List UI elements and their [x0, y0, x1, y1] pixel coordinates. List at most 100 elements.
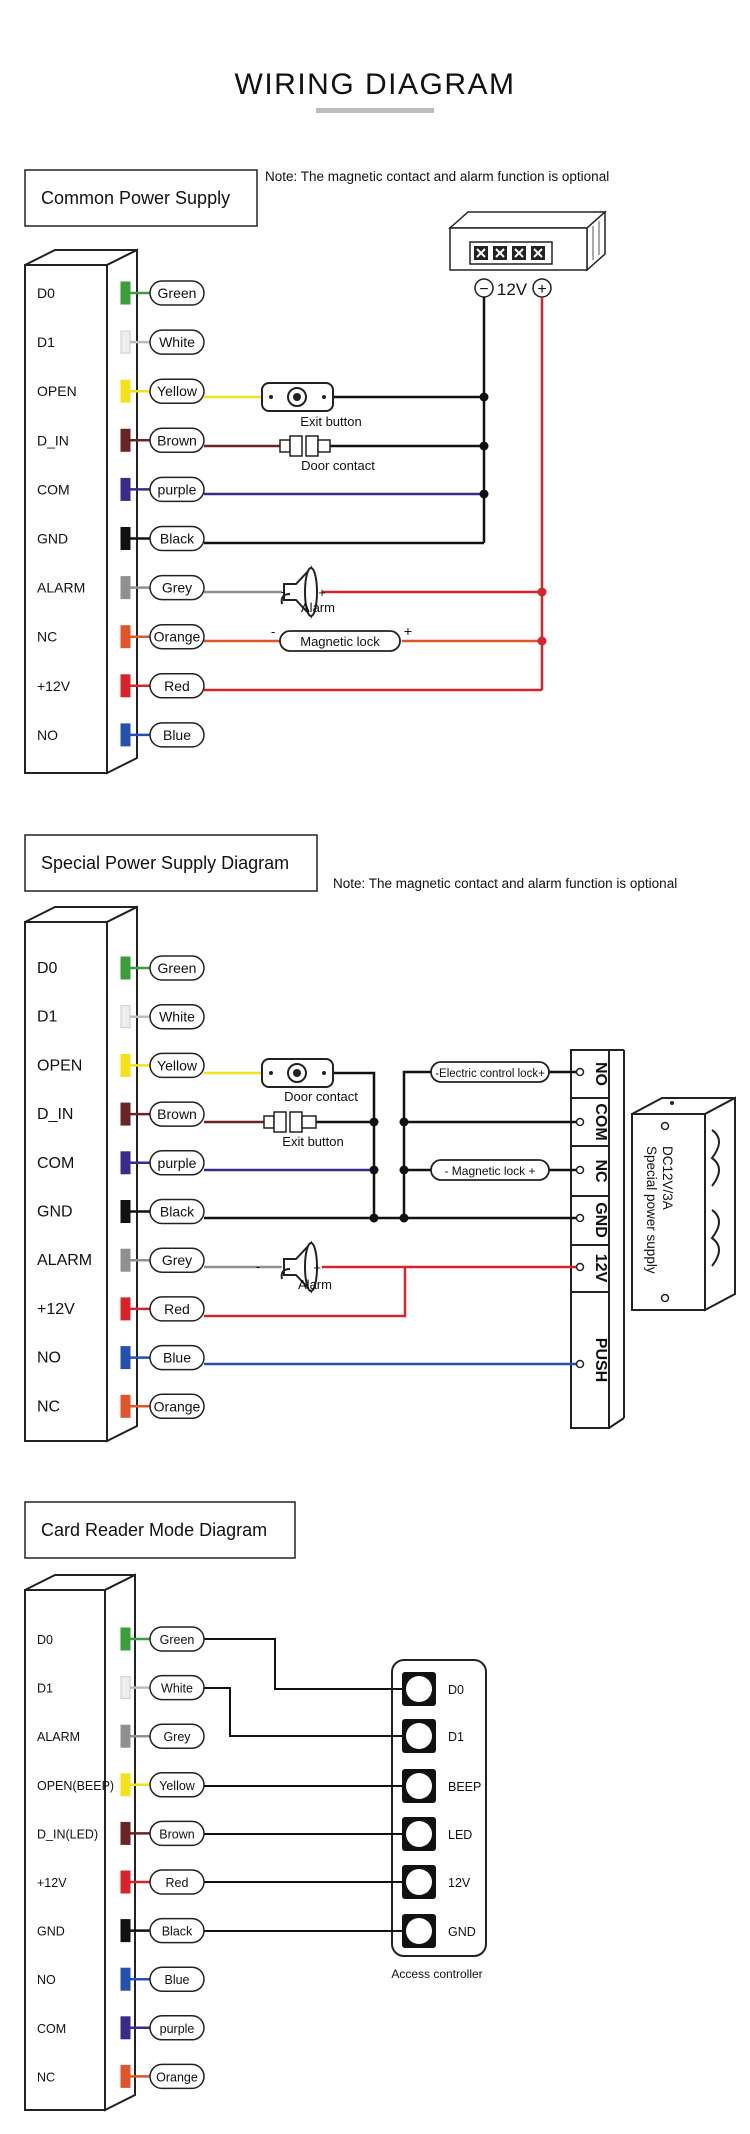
d3-terminal-label: D1 [37, 1682, 53, 1696]
d2-wire-pill [149, 1198, 205, 1225]
d2-color-tab [120, 1200, 131, 1223]
d1-exit-button-label: Exit button [300, 414, 361, 429]
d1-color-tab [120, 330, 131, 354]
d3-terminal-label: GND [37, 1925, 65, 1939]
d1-wire-color-label: Grey [162, 580, 192, 596]
d2-wire-color-label: purple [158, 1155, 197, 1171]
common-power-supply-diagram: Common Power Supply Note: The magnetic c… [24, 169, 609, 775]
d2-electric-lock-label: -Electric control lock+ [435, 1068, 545, 1080]
d3-wire-pill [149, 1869, 205, 1895]
d3-color-tab [120, 1724, 131, 1748]
d3-port-socket-hole [406, 1723, 432, 1749]
special-power-supply-diagram: Special Power Supply Diagram Note: The m… [24, 834, 736, 1443]
svg-text:−: − [479, 281, 488, 298]
d3-title-box [24, 1501, 296, 1559]
d2-wire-color-label: White [159, 1009, 195, 1025]
d3-wire-pill [149, 1626, 205, 1652]
d2-psu-terminal-label: NC [592, 1159, 609, 1183]
svg-text:+: + [313, 1260, 321, 1275]
d1-door-contact [279, 435, 331, 457]
d3-color-tab [120, 1967, 131, 1991]
d3-wire-pill [149, 2015, 205, 2041]
d2-psu-terminal-label: PUSH [592, 1338, 609, 1382]
d1-terminal-label: NC [37, 629, 57, 645]
d3-terminal-row: OPEN(BEEP)Yellow [37, 1772, 205, 1798]
d2-magnetic-lock [430, 1159, 550, 1181]
d2-junction [369, 1213, 379, 1223]
d3-port-label: 12V [448, 1876, 471, 1890]
page-title: WIRING DIAGRAM [235, 68, 516, 101]
d1-junction [479, 441, 489, 451]
svg-text:-: - [271, 624, 275, 639]
d2-wire-color-label: Red [164, 1301, 190, 1317]
d1-terminal-label: D_IN [37, 432, 69, 448]
d2-psu-terminal-label: NO [592, 1062, 609, 1086]
d3-terminal-row: D_IN(LED)Brown [37, 1820, 205, 1847]
d1-terminal-label: OPEN [37, 383, 77, 399]
d3-wire-color-label: Blue [164, 1973, 189, 1987]
d2-wire-pill [149, 1003, 205, 1030]
d3-wire-color-label: Brown [159, 1827, 194, 1841]
d3-title: Card Reader Mode Diagram [41, 1520, 267, 1540]
d2-note: Note: The magnetic contact and alarm fun… [333, 876, 677, 891]
d2-color-tab [120, 1248, 131, 1272]
d2-color-tab [120, 1151, 131, 1175]
d2-junction [369, 1165, 379, 1175]
d1-magnetic-lock [279, 630, 401, 652]
d2-wire-pill [149, 1296, 205, 1322]
d1-wire-pill [149, 722, 205, 748]
d2-color-tab [120, 956, 131, 980]
d1-wire-pill [149, 378, 205, 404]
d2-wire-color-label: Blue [163, 1350, 191, 1366]
d1-wire-pill [149, 280, 205, 306]
d3-wire-color-label: White [161, 1682, 193, 1696]
d3-color-tab [120, 1676, 131, 1700]
title-underline [316, 108, 434, 113]
d1-power-supply: − 12V + [448, 210, 607, 299]
d1-wire-color-label: White [159, 334, 195, 350]
d2-psu-terminal-label: 12V [592, 1254, 609, 1283]
d2-psu-desc: Special power supply [644, 1146, 659, 1274]
d1-terminal-label: NO [37, 727, 58, 743]
d2-door-contact-label: Door contact [284, 1089, 358, 1104]
d3-terminal-label: NC [37, 2070, 55, 2084]
d1-junction [537, 587, 547, 597]
d2-color-tab [120, 1394, 131, 1418]
d1-wire-pill [149, 427, 205, 454]
d3-wire-d0 [204, 1638, 420, 1690]
d1-junction [479, 392, 489, 402]
d3-controller-label: Access controller [391, 1967, 482, 1981]
d3-wire-pill [149, 1772, 205, 1798]
d3-port-label: D1 [448, 1730, 464, 1744]
d2-wire-pill [149, 1393, 205, 1420]
d3-terminal-label: COM [37, 2022, 66, 2036]
d3-wire-color-label: Grey [163, 1730, 191, 1744]
d1-title-box [24, 169, 258, 227]
svg-text:-: - [256, 1259, 260, 1274]
d2-wire-color-label: Green [158, 960, 197, 976]
d1-wire-color-label: Orange [154, 629, 201, 645]
d3-terminal-row: D1 White [37, 1674, 205, 1701]
d3-wire-color-label: Yellow [159, 1779, 196, 1793]
d2-terminal-label: OPEN [37, 1057, 82, 1074]
d1-terminal-label: D1 [37, 334, 55, 350]
d3-color-tab [120, 1919, 131, 1943]
d1-psu-label: 12V [497, 280, 528, 299]
d3-color-tab [120, 1821, 131, 1845]
d1-terminal-row: NC Orange [37, 623, 205, 650]
d3-port-socket-hole [406, 1676, 432, 1702]
d2-exit-button-label: Exit button [282, 1134, 343, 1149]
d1-controller [24, 248, 138, 775]
